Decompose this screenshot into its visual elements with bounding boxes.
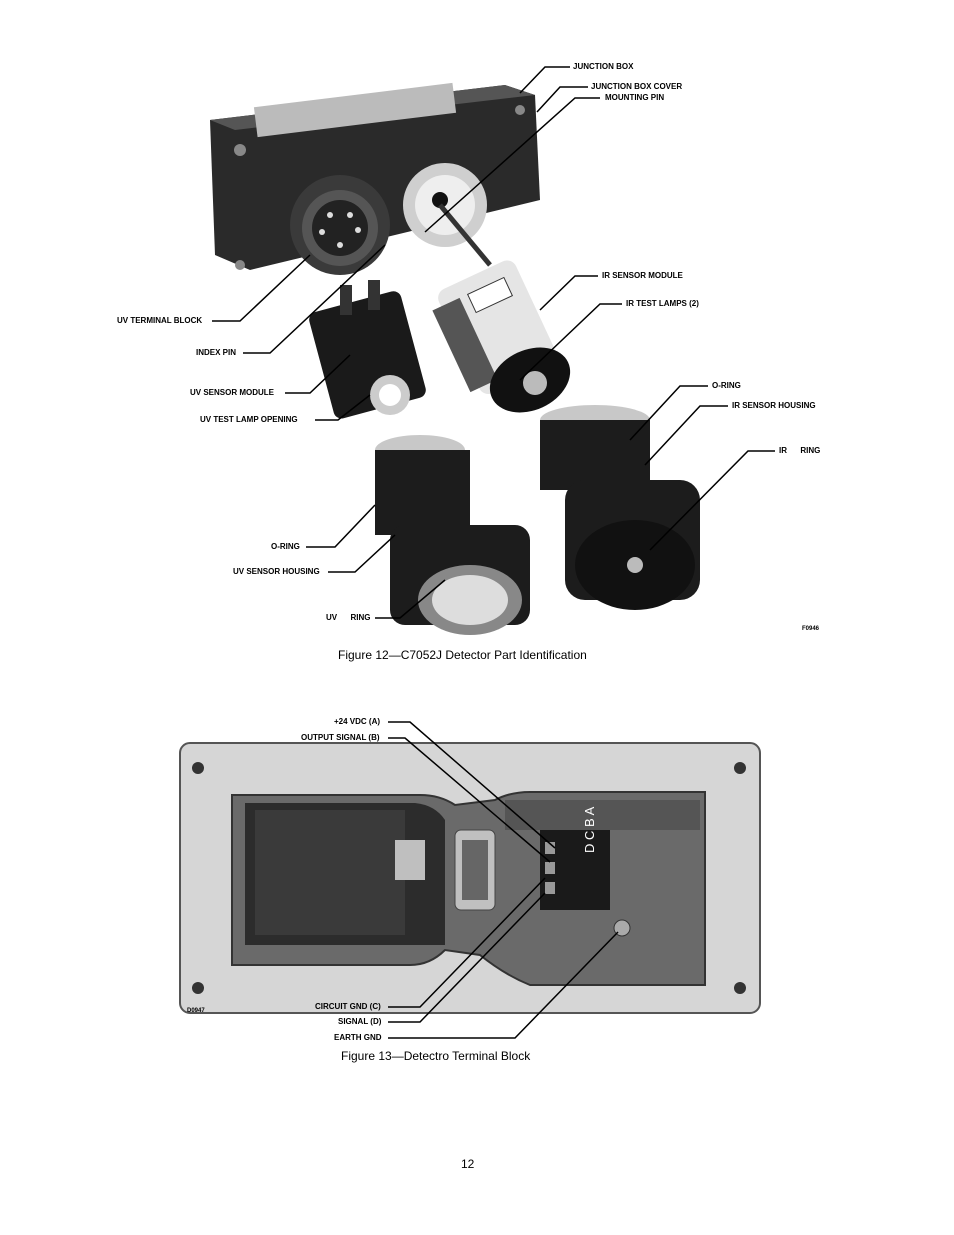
- ir-sensor-housing-drawing: [540, 405, 700, 610]
- label-o-ring-ir: O-RING: [712, 381, 741, 390]
- page-number: 12: [461, 1157, 475, 1171]
- figure-12-caption: Figure 12—C7052J Detector Part Identific…: [338, 648, 587, 662]
- figure-12-code: F0946: [802, 626, 820, 632]
- ir-mount-opening-drawing: [403, 163, 492, 267]
- label-circuit-gnd: CIRCUIT GND (C): [315, 1002, 381, 1011]
- label-o-ring-uv: O-RING: [271, 542, 300, 551]
- label-junction-box: JUNCTION BOX: [573, 62, 634, 71]
- ir-sensor-module-drawing: [432, 260, 571, 413]
- label-ir-sensor-module: IR SENSOR MODULE: [602, 271, 683, 280]
- label-uv-test-lamp-opening: UV TEST LAMP OPENING: [200, 415, 298, 424]
- label-junction-box-cover: JUNCTION BOX COVER: [591, 82, 683, 91]
- uv-sensor-housing-drawing: [375, 435, 530, 635]
- label-ir-ring: IR RING: [779, 446, 821, 455]
- label-uv-sensor-module: UV SENSOR MODULE: [190, 388, 275, 397]
- figure-12-illustration: [210, 66, 775, 635]
- uv-sensor-module-drawing: [309, 280, 426, 419]
- label-signal: SIGNAL (D): [338, 1017, 382, 1026]
- label-earth-gnd: EARTH GND: [334, 1033, 382, 1042]
- label-plus-24-vdc: +24 VDC (A): [334, 717, 381, 726]
- label-uv-sensor-housing: UV SENSOR HOUSING: [233, 567, 320, 576]
- label-uv-ring: UV RING: [326, 613, 371, 622]
- terminal-letters: D C B A: [582, 806, 597, 853]
- terminal-enclosure-drawing: [179, 742, 761, 1014]
- label-output-signal: OUTPUT SIGNAL (B): [301, 733, 380, 742]
- label-index-pin: INDEX PIN: [196, 348, 237, 357]
- figure-13-leaders: [388, 721, 619, 1039]
- label-ir-test-lamps: IR TEST LAMPS (2): [626, 299, 699, 308]
- label-ir-sensor-housing: IR SENSOR HOUSING: [732, 401, 816, 410]
- uv-terminal-block-drawing: [290, 175, 390, 275]
- figure-13-code: D0947: [187, 1008, 205, 1014]
- label-mounting-pin: MOUNTING PIN: [605, 93, 665, 102]
- figure-12-leaders: [212, 66, 775, 619]
- label-uv-terminal-block: UV TERMINAL BLOCK: [117, 316, 203, 325]
- figure-13-caption: Figure 13—Detectro Terminal Block: [341, 1049, 531, 1063]
